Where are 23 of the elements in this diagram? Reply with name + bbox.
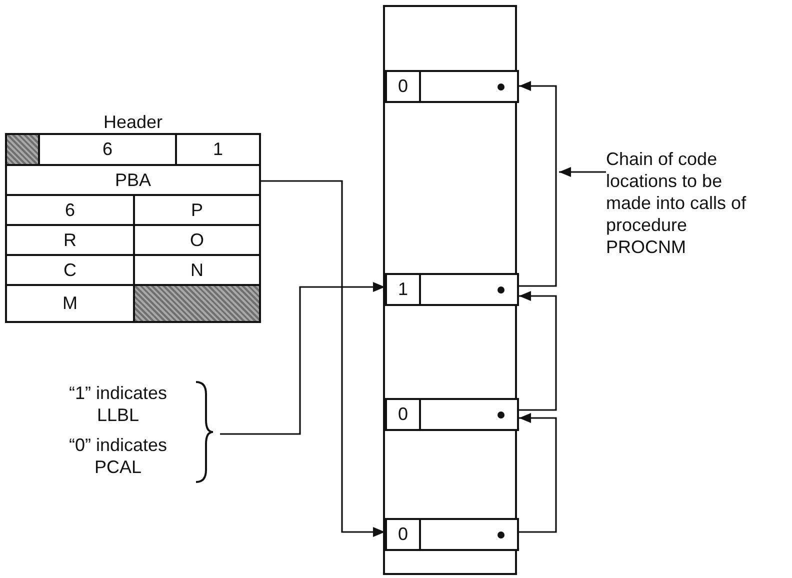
record-field: PBA (5, 164, 261, 196)
annotation-text: “0” indicates PCAL (68, 434, 168, 478)
flag-field: 0 (385, 70, 421, 103)
pointer-field (419, 518, 519, 551)
arrow (519, 413, 557, 533)
shaded-field (133, 284, 261, 323)
pointer-field (419, 70, 519, 103)
arrow (519, 291, 557, 411)
arrow (261, 180, 385, 537)
annotation-text: Chain of code locations to be made into calls of procedure PROCNM (606, 148, 748, 258)
memory-column (383, 5, 517, 575)
flag-field: 0 (385, 518, 421, 551)
table-heading: Header (102, 112, 164, 132)
arrow (519, 81, 557, 287)
annotation-text: “1” indicates LLBL (68, 382, 168, 426)
arrow (220, 282, 385, 435)
pointer-field (419, 273, 519, 306)
pointer-field (419, 398, 519, 431)
record-field: M (5, 284, 135, 323)
arrow (559, 167, 606, 177)
record-field: 1 (175, 133, 261, 166)
flag-field: 0 (385, 398, 421, 431)
flag-field: 1 (385, 273, 421, 306)
